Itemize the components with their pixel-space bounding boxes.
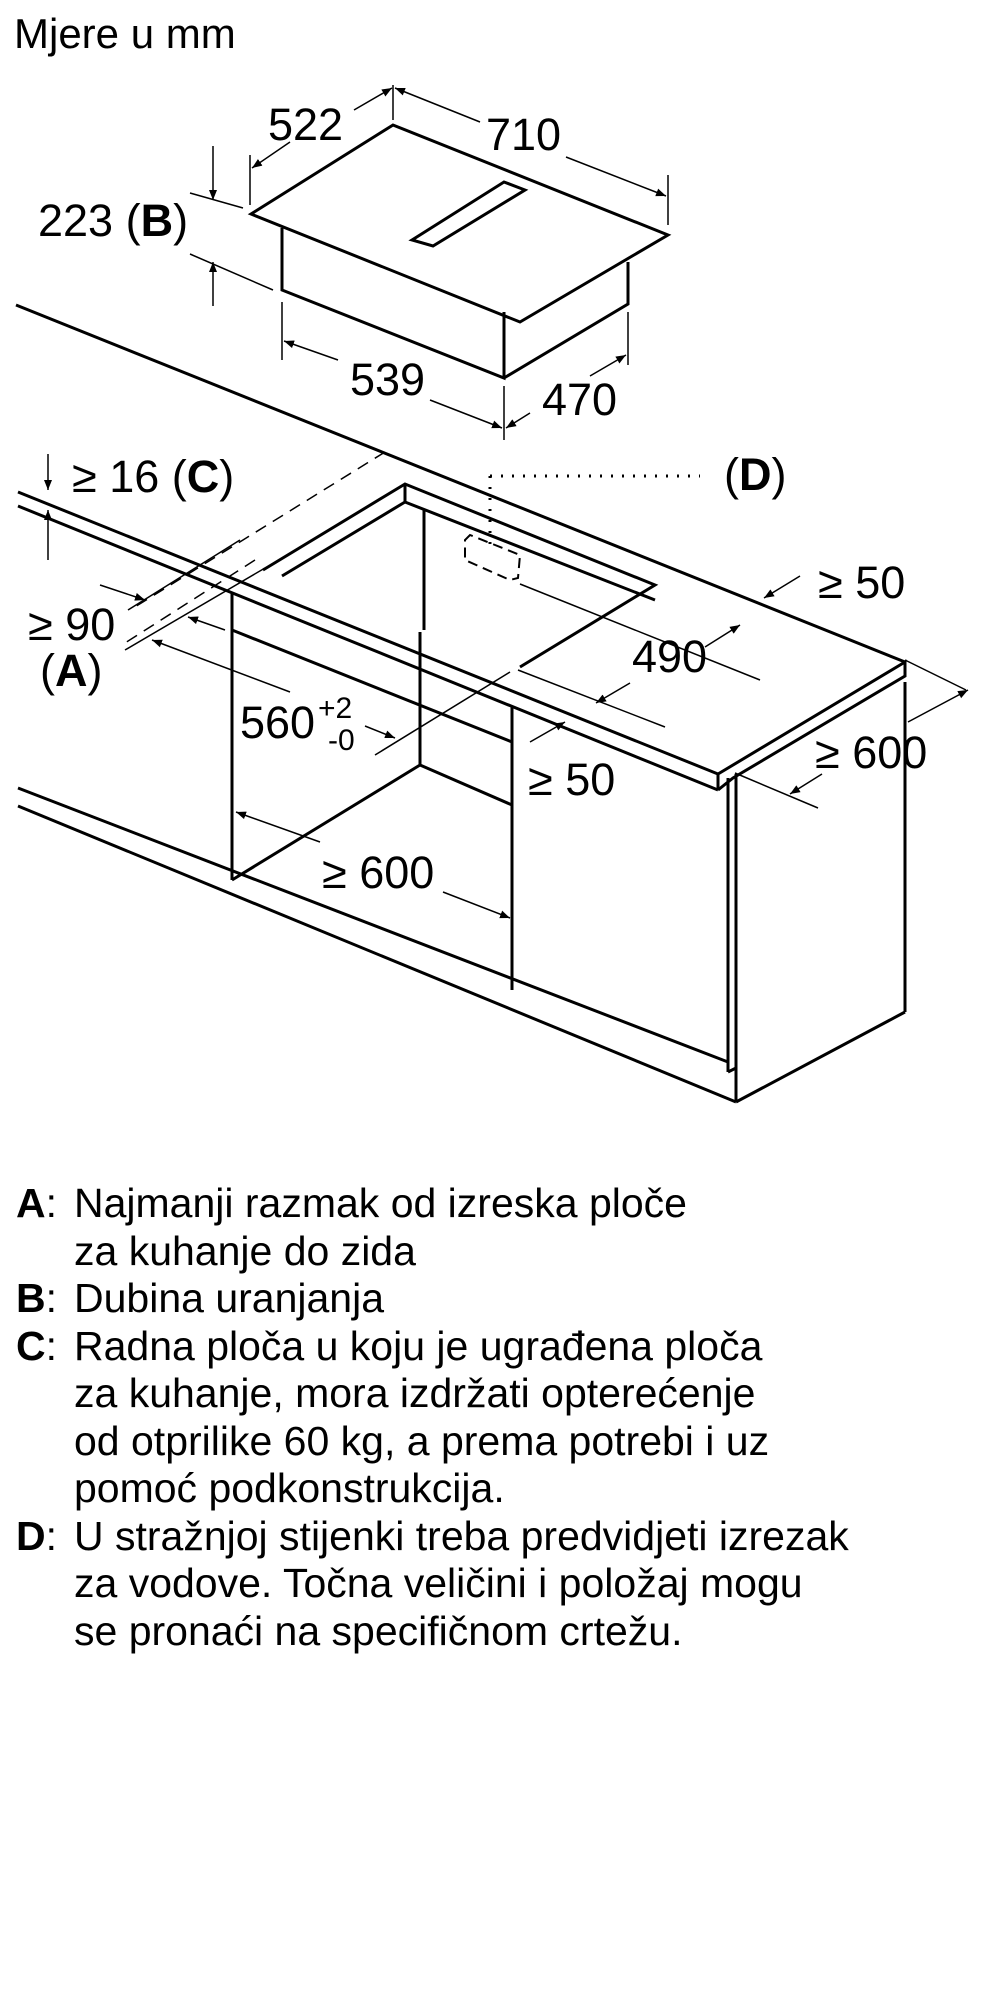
dim-cutout-tol-minus: -0 xyxy=(328,724,355,757)
dim-back-distance: ≥ 50 xyxy=(818,557,905,608)
dim-worktop-depth: ≥ 600 xyxy=(815,727,927,778)
cutout-dimensions xyxy=(44,454,969,919)
worktop-cabinet-drawing xyxy=(15,303,907,1104)
legend-text: Radna ploča u koju je ugrađena ploča za … xyxy=(74,1322,770,1512)
legend-text: U stražnjoj stijenki treba predvidjeti i… xyxy=(74,1512,849,1654)
legend-item-d: D: U stražnjoj stijenki treba predvidjet… xyxy=(16,1513,986,1656)
hob-dimensions xyxy=(189,85,669,440)
legend-item-a: A: Najmanji razmak od izreska ploče za k… xyxy=(16,1180,986,1275)
legend-key: B xyxy=(16,1275,46,1321)
dim-hob-height: 223 (B) xyxy=(38,195,188,246)
legend-text: Najmanji razmak od izreska ploče za kuha… xyxy=(74,1180,687,1274)
dim-cabinet-width: ≥ 600 xyxy=(322,847,434,898)
page-title: Mjere u mm xyxy=(14,10,236,57)
dim-hob-depth: 522 xyxy=(268,99,343,150)
legend-key: D xyxy=(16,1512,46,1559)
dim-cutout-depth: 490 xyxy=(632,631,707,682)
dim-duct-ref: (D) xyxy=(724,449,787,500)
legend-key: C xyxy=(16,1322,46,1369)
legend-text: Dubina uranjanja xyxy=(74,1275,385,1321)
dim-wall-distance-ref: (A) xyxy=(40,645,103,696)
legend-item-b: B: Dubina uranjanja xyxy=(16,1275,986,1323)
dim-body-width: 539 xyxy=(350,354,425,405)
cutout-guides xyxy=(124,451,700,644)
dim-worktop-thickness: ≥ 16 (C) xyxy=(72,451,234,502)
legend-key: A xyxy=(16,1180,46,1226)
dim-cutout-tol-plus: +2 xyxy=(318,692,352,725)
installation-diagram: 522 710 223 (B) 539 470 xyxy=(15,85,969,1104)
hob-drawing xyxy=(247,123,672,381)
dim-hob-width: 710 xyxy=(486,109,561,160)
legend-item-c: C: Radna ploča u koju je ugrađena ploča … xyxy=(16,1323,986,1513)
dim-wall-distance: ≥ 90 xyxy=(28,599,115,650)
dim-cutout-width: 560 xyxy=(240,697,315,748)
dim-front-distance: ≥ 50 xyxy=(528,754,615,805)
dim-body-depth: 470 xyxy=(542,374,617,425)
legend: A: Najmanji razmak od izreska ploče za k… xyxy=(16,1180,986,1655)
